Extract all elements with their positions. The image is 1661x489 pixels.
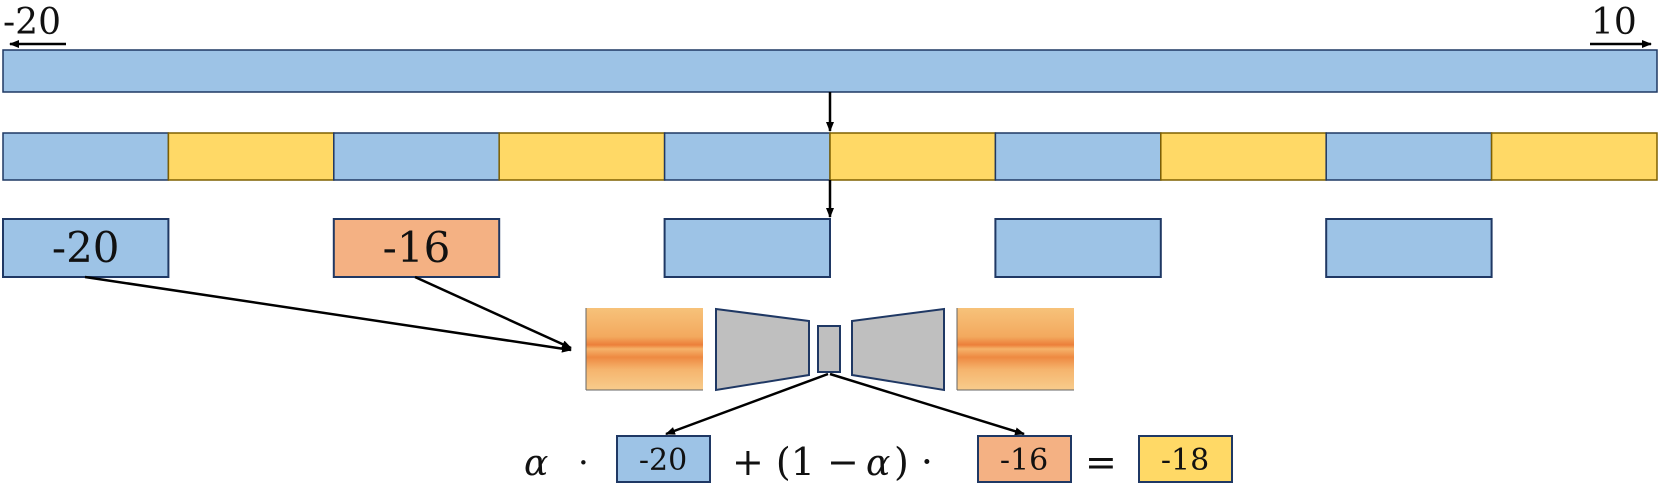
equation-result-value: -18 [1161,443,1209,478]
model-to-term1-arrow [665,372,829,436]
sample-box-rect [994,218,1162,278]
bottleneck-icon [817,325,841,373]
segment-yellow [1490,132,1658,181]
sample-box [994,218,1162,278]
mixup-equation: α · -20 + (1 − α ) · -16 = -18 [524,435,1233,484]
model-to-term2-arrow [829,372,1025,436]
equation-plus-part: + (1 − [732,440,859,484]
spectrogram-output-icon [956,308,1074,391]
sample1-to-model-arrow [84,275,572,353]
segment-bar [2,132,1658,181]
segment-yellow [1160,132,1327,181]
sample-box-rect [1325,218,1493,278]
equation-result-box [1138,435,1233,483]
equation-alpha2: α [866,443,890,484]
sample-box-label: -16 [383,223,451,272]
equation-term2-value: -16 [1000,443,1048,478]
spectrogram-input-icon [585,308,703,391]
sample-box-label: -20 [52,223,120,272]
range-min-label: -20 [3,2,61,43]
equation-term1-value: -20 [639,443,687,478]
sample2-to-model-arrow [414,275,572,350]
range-max-label: 10 [1591,2,1637,43]
sample-row: -20 -16 [2,218,1493,278]
sample-box: -16 [332,218,501,278]
segment-blue [1325,132,1493,181]
sample-box-rect [663,218,831,278]
equation-alpha: α [524,443,548,484]
segment-yellow [829,132,997,181]
equation-equals: = [1085,440,1117,484]
sample-box [663,218,831,278]
range-bar [2,49,1658,93]
equation-dot: · [578,443,589,483]
segment-blue [663,132,831,181]
equation-term2-box [977,435,1072,483]
sample-box: -20 [2,218,170,278]
decoder-icon [851,307,945,392]
segment-yellow [167,132,335,181]
sample-box-rect [2,218,170,278]
segment-blue [994,132,1162,181]
equation-term1-box [616,435,711,483]
encoder-icon [715,307,810,392]
equation-close-part: ) · [894,440,933,484]
segment-yellow [498,132,666,181]
segment-blue [333,132,500,181]
segment-blue [2,132,170,181]
sample-box [1325,218,1493,278]
